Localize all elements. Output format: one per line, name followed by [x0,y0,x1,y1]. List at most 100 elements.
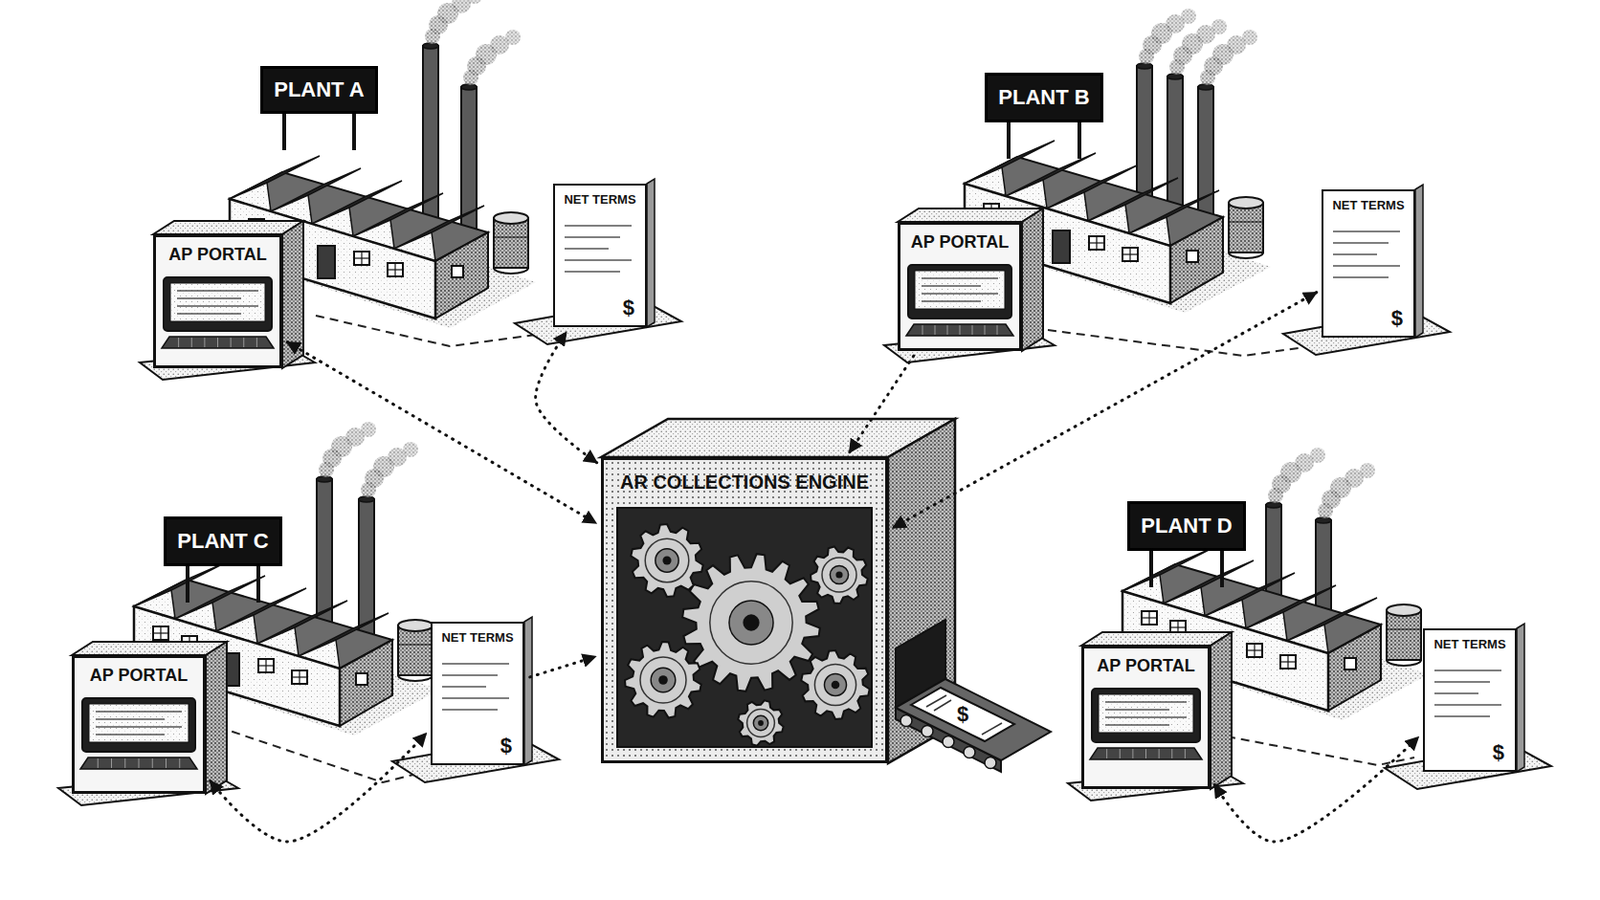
connector-group [210,292,1419,843]
portal-label: AP PORTAL [168,244,267,266]
dotted-connector [849,355,914,453]
gear-axle [757,720,764,727]
key-line [984,325,986,335]
engine-label: AR COLLECTIONS ENGINE [620,471,869,494]
document-edge [524,617,533,766]
key-line [97,758,99,769]
plant-name: PLANT A [273,77,365,102]
dotted-connector [1214,737,1419,843]
key-line [922,325,924,335]
label-holder: $ [956,702,969,727]
engine-opening [617,508,872,748]
key-line [230,337,232,348]
amount-symbol: $ [1492,740,1505,765]
sign-post [352,113,356,151]
receipt [911,688,1015,742]
document-line [564,236,621,239]
keyboard [80,757,198,770]
chimney-top [422,43,439,49]
screen-line [921,277,999,280]
key-line [138,758,140,769]
screen-line [1105,716,1187,719]
smoke-plume [1200,29,1258,86]
ap-portal-kiosk: AP PORTAL [1081,645,1211,790]
document-line [1333,265,1400,267]
net-terms-document: NET TERMS$ [1321,189,1416,338]
net-terms-document: NET TERMS$ [1422,628,1517,773]
plant-sign: PLANT B [984,72,1104,123]
dotted-connector [535,332,598,463]
document-line [442,697,510,700]
portal-side [1022,208,1044,352]
ground-path [1047,330,1312,356]
key-line [217,337,219,348]
conveyor-roller [900,715,912,728]
conveyor-roller [963,747,976,759]
gear-ring [822,557,857,593]
plant-sign: PLANT D [1127,501,1246,552]
plant-sign: PLANT A [260,66,378,114]
chimney-top [461,84,477,90]
key-line [1158,749,1160,759]
sign-post [185,566,190,603]
key-line [997,325,999,335]
screen-line [177,289,259,292]
gear-axle [658,675,668,686]
chimney-top [358,496,375,503]
screen-line [177,297,242,300]
ap-portal-kiosk: AP PORTAL [71,655,206,795]
net-terms-document: NET TERMS$ [553,183,647,328]
plant-name: PLANT B [998,85,1089,110]
keyboard [1089,748,1202,760]
key-line [124,758,126,769]
screen-line [1105,724,1170,727]
document-line [564,224,632,227]
conveyor-roller [984,757,997,770]
conveyor-belt [895,679,1051,761]
document-line [1434,715,1490,718]
portal-top [1081,632,1232,646]
key-line [165,758,167,769]
gear-axle [835,571,843,578]
dotted-connector [892,292,1317,529]
document-line [564,270,621,273]
ground-path-group [218,315,1415,783]
sign-post [1006,122,1011,159]
document-line [1333,230,1400,233]
key-line [243,337,245,348]
document-line [1434,704,1502,707]
key-line [1132,749,1134,759]
smoke-plume [360,442,419,498]
gear [682,554,821,692]
screen-line [95,726,182,729]
gear-hub [650,667,676,693]
document-line [1333,242,1389,245]
gear-ring [640,657,687,704]
key-line [1171,749,1173,759]
screen-line [177,305,259,308]
gear-ring [814,664,856,706]
ground-path [1226,736,1415,766]
smoke-plume [1267,447,1326,504]
screen-frame [1091,688,1200,743]
key-line [256,337,258,348]
screen [88,704,189,743]
key-line [111,758,112,769]
document-line [1434,681,1490,684]
document-line [442,674,498,677]
portal-top [897,208,1044,223]
document-line [564,259,632,262]
chimney-top [1167,73,1183,80]
sign-post [256,566,261,603]
gear-ring [644,538,689,583]
screen [914,270,1005,310]
key-line [1119,749,1121,759]
document-line [1333,276,1389,279]
smoke-plume [463,29,521,86]
key-line [177,337,179,348]
ground-path [218,727,422,783]
conveyor-roller [921,726,934,738]
gear-axle [742,614,759,631]
